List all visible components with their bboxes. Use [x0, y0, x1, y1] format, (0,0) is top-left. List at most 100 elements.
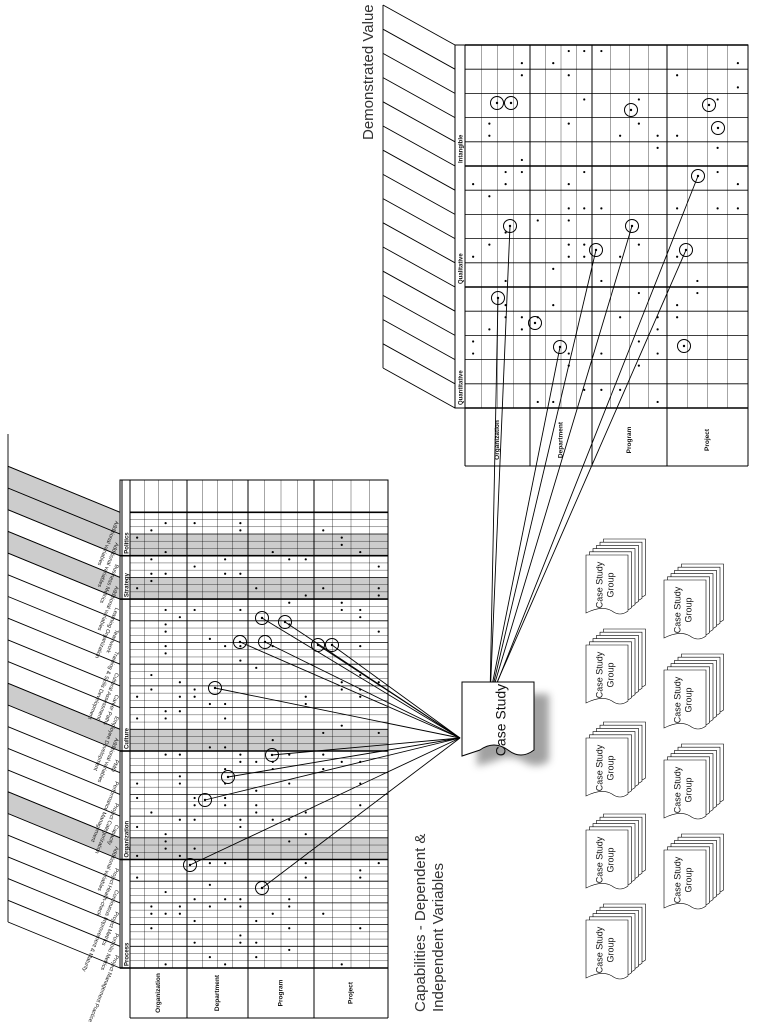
matrix-dot — [136, 782, 139, 785]
row-label: Organization — [155, 973, 162, 1013]
highlight-ring — [702, 98, 716, 112]
matrix-dot — [136, 587, 139, 590]
matrix-dot — [239, 645, 242, 648]
matrix-dot — [288, 753, 291, 756]
row-label: Department — [558, 421, 565, 458]
group-label-line1: Case Study — [594, 836, 604, 883]
matrix-dot — [619, 255, 622, 258]
matrix-dot — [239, 905, 242, 908]
matrix-dot — [359, 782, 362, 785]
matrix-dots — [136, 522, 380, 966]
matrix-dot — [359, 616, 362, 619]
group-label: Qualitative — [459, 253, 465, 284]
variable-label: PMO — [109, 759, 120, 774]
matrix-dot — [583, 49, 586, 53]
group-band — [454, 44, 466, 409]
shaded-column — [130, 837, 388, 860]
matrix-dot — [676, 316, 679, 319]
matrix-dot — [322, 731, 325, 735]
matrix-dot — [164, 840, 167, 843]
matrix-dot — [193, 796, 196, 800]
matrix-dot — [193, 941, 196, 944]
highlight-ring — [711, 121, 725, 135]
matrix-dot — [567, 255, 570, 258]
connector-line — [331, 644, 461, 739]
row-label: Department — [214, 974, 221, 1011]
matrix-dot — [736, 183, 739, 186]
matrix-dot — [271, 818, 274, 821]
matrix-dot — [707, 103, 711, 107]
row-label: Project — [704, 428, 711, 451]
matrix-dot — [208, 905, 211, 908]
matrix-dot — [676, 207, 679, 210]
matrix-dot — [504, 231, 507, 234]
matrix-dot — [193, 898, 196, 901]
group-label-line1: Case Study — [672, 586, 682, 633]
matrix-dot — [567, 352, 570, 355]
matrix-dot — [136, 796, 139, 800]
matrix-dot — [193, 919, 196, 923]
group-label-line2: Group — [683, 777, 693, 802]
matrix-dot — [322, 529, 325, 532]
matrix-dot — [150, 912, 153, 915]
matrix-dot — [377, 594, 380, 597]
connector-line — [189, 737, 461, 866]
matrix-dot — [340, 724, 343, 727]
matrix-dot — [509, 101, 513, 105]
matrix-dot — [208, 883, 211, 886]
header-slant-line — [7, 661, 121, 709]
header-slant-line — [382, 174, 456, 215]
matrix-dot — [271, 912, 274, 915]
matrix-dot — [676, 304, 679, 307]
highlight-ring — [504, 96, 518, 110]
matrix-dot — [359, 876, 362, 879]
highlight-ring — [325, 638, 339, 652]
group-label: Process — [125, 942, 131, 966]
matrix-dot — [304, 811, 307, 814]
matrix-dot — [255, 789, 258, 792]
connector-line — [493, 225, 633, 686]
header-slant-line — [382, 295, 456, 336]
matrix-dot — [583, 207, 586, 210]
matrix-dot — [716, 170, 719, 174]
matrix-dot — [340, 601, 343, 604]
highlight-ring — [233, 635, 247, 649]
matrix-dot — [193, 847, 196, 850]
matrix-dot — [340, 543, 343, 546]
highlight-ring — [679, 243, 693, 257]
matrix-dot — [488, 243, 491, 246]
matrix-dot — [304, 833, 307, 836]
matrix-dot — [150, 688, 153, 691]
shaded-header-cell — [7, 530, 121, 600]
row-label: Project — [348, 981, 355, 1004]
matrix-dot — [656, 400, 659, 404]
matrix-dot — [637, 98, 640, 101]
matrix-dot — [637, 340, 640, 343]
row-label: Program — [626, 426, 633, 453]
matrix-dot — [676, 255, 679, 258]
highlight-ring — [255, 611, 269, 625]
highlight-ring — [183, 858, 197, 872]
connector-line — [261, 617, 461, 739]
matrix-dot — [736, 207, 739, 210]
matrix-dot — [164, 833, 167, 836]
matrix-dot — [164, 717, 167, 720]
header-slant-line — [7, 617, 121, 665]
matrix-dot — [164, 753, 167, 756]
matrix-dot — [304, 695, 307, 698]
shaded-column — [130, 729, 388, 751]
highlight-ring — [589, 243, 603, 257]
connector-line — [491, 346, 561, 686]
header-slant-line — [382, 125, 456, 167]
matrix-dot — [178, 818, 181, 821]
matrix-dot — [288, 782, 291, 785]
header-slant-line — [382, 367, 456, 409]
matrix-dot — [208, 637, 211, 640]
highlight-ring — [625, 219, 639, 233]
